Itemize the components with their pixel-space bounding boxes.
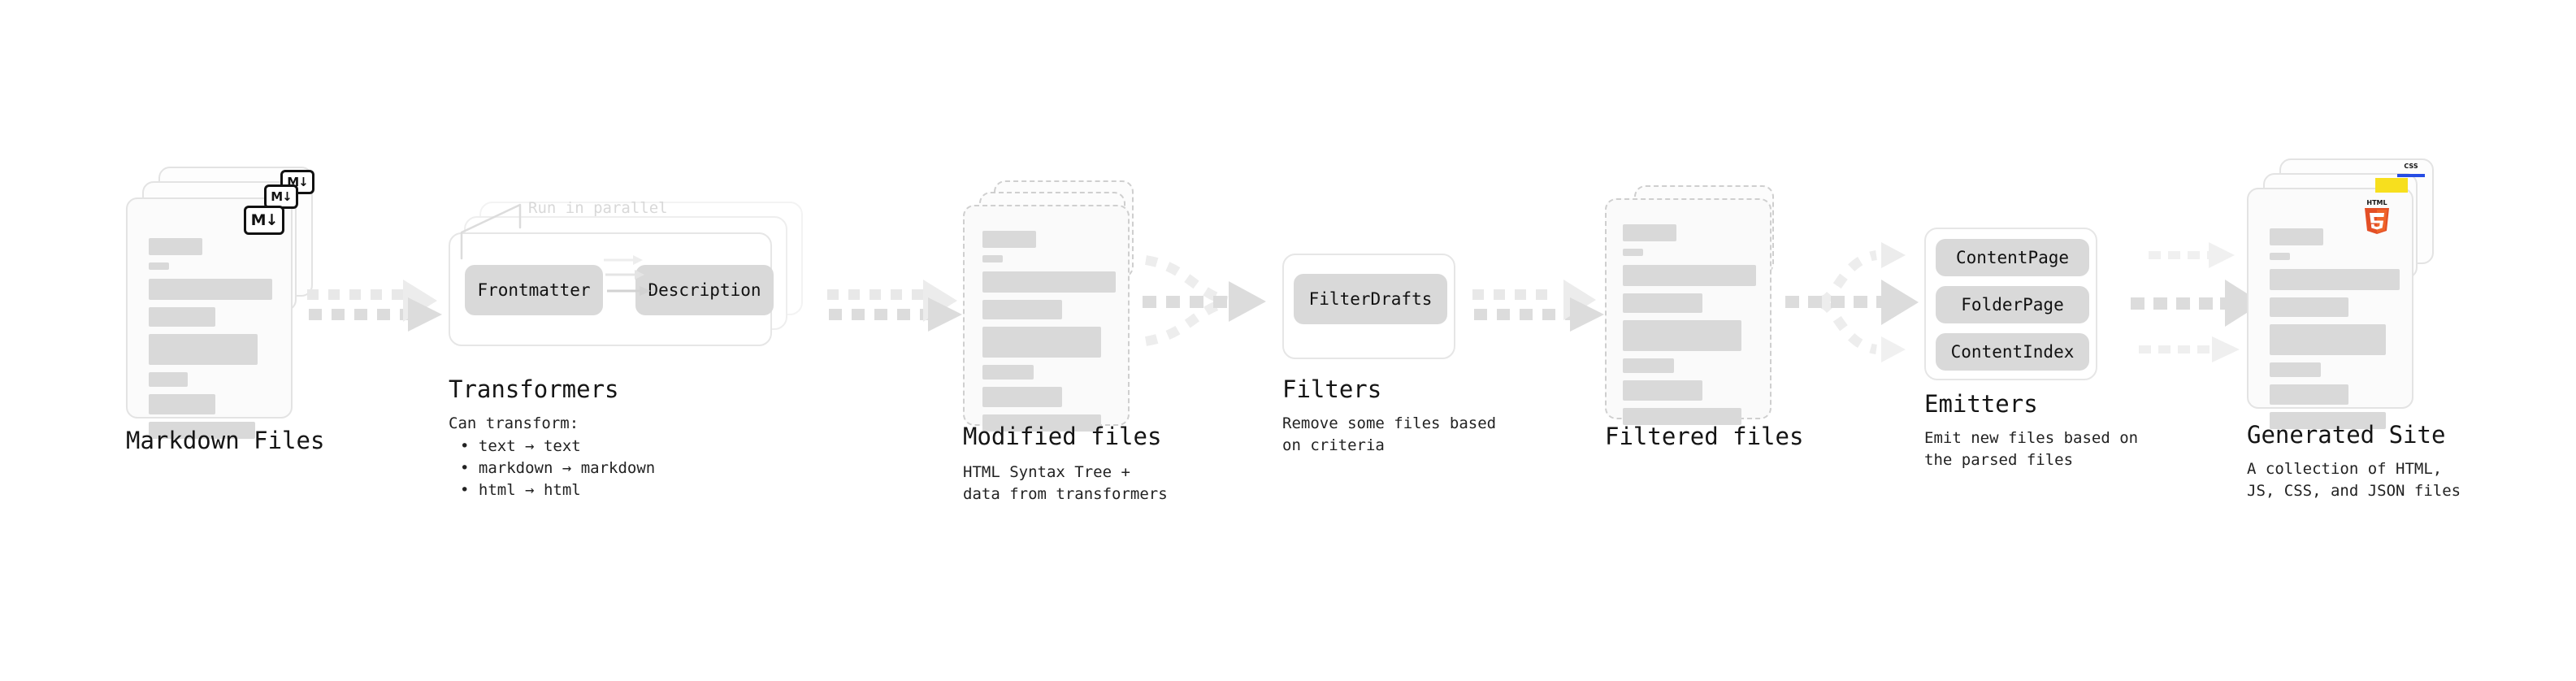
conn-emitters-to-site [2131,242,2262,362]
filters-title: Filters [1282,375,1382,403]
modified-files-subtitle: HTML Syntax Tree + data from transformer… [963,463,1168,503]
generated-site-subtitle: A collection of HTML, JS, CSS, and JSON … [2247,460,2461,500]
js-icon [2375,178,2408,193]
transformer-internal-arrows [604,255,651,296]
conn-filtered-to-emitters [1785,242,1919,362]
filters-subtitle: Remove some files based on criteria [1282,414,1497,454]
generated-site-title: Generated Site [2247,421,2446,449]
chip-filterdrafts[interactable]: FilterDrafts [1294,274,1447,324]
conn-md-to-transformers [307,280,442,332]
transformers-bullet-1: • markdown → markdown [460,459,656,477]
conn-modified-to-filters [1143,255,1266,346]
chip-contentpage[interactable]: ContentPage [1936,239,2089,276]
transformer-card-front: Frontmatter Description [449,232,774,346]
emitters-group: ContentPage FolderPage ContentIndex [1924,228,2097,380]
chip-folderpage[interactable]: FolderPage [1936,286,2089,323]
transformers-title: Transformers [449,375,619,403]
modified-files-title: Modified files [963,423,1162,450]
filters-group: FilterDrafts [1282,254,1455,359]
chip-description[interactable]: Description [635,265,774,315]
conn-transformers-to-modified [827,280,962,332]
conn-filters-to-filtered [1472,280,1604,332]
transformers-subtitle: Can transform: [449,414,579,432]
filtered-files-stack [1605,185,1792,445]
run-in-parallel-bracket [460,203,522,260]
markdown-content-lines [149,238,272,446]
svg-text:HTML: HTML [2366,199,2387,206]
emitters-subtitle: Emit new files based on the parsed files [1924,429,2139,469]
filtered-content-lines [1623,224,1761,432]
markdown-files-stack: M↓ M↓ M↓ [126,167,314,439]
transformers-stack: Frontmatter Description Frontmatter Desc… [449,202,814,356]
emitters-title: Emitters [1924,390,2038,418]
css-icon: CSS [2397,163,2425,177]
transformers-bullet-2: • html → html [460,481,581,499]
generated-site-stack: CSS HTML [2247,158,2442,429]
site-content-lines [2270,228,2400,436]
markdown-icon-front: M↓ [244,206,284,235]
run-in-parallel-label: Run in parallel [528,199,668,217]
chip-contentindex[interactable]: ContentIndex [1936,333,2089,371]
html5-icon: HTML [2365,199,2389,234]
chip-frontmatter[interactable]: Frontmatter [465,265,603,315]
modified-content-lines [982,231,1121,439]
filtered-files-title: Filtered files [1605,423,1804,450]
modified-files-stack [963,180,1150,440]
markdown-files-title: Markdown Files [126,427,325,454]
transformers-bullet-0: • text → text [460,437,581,455]
